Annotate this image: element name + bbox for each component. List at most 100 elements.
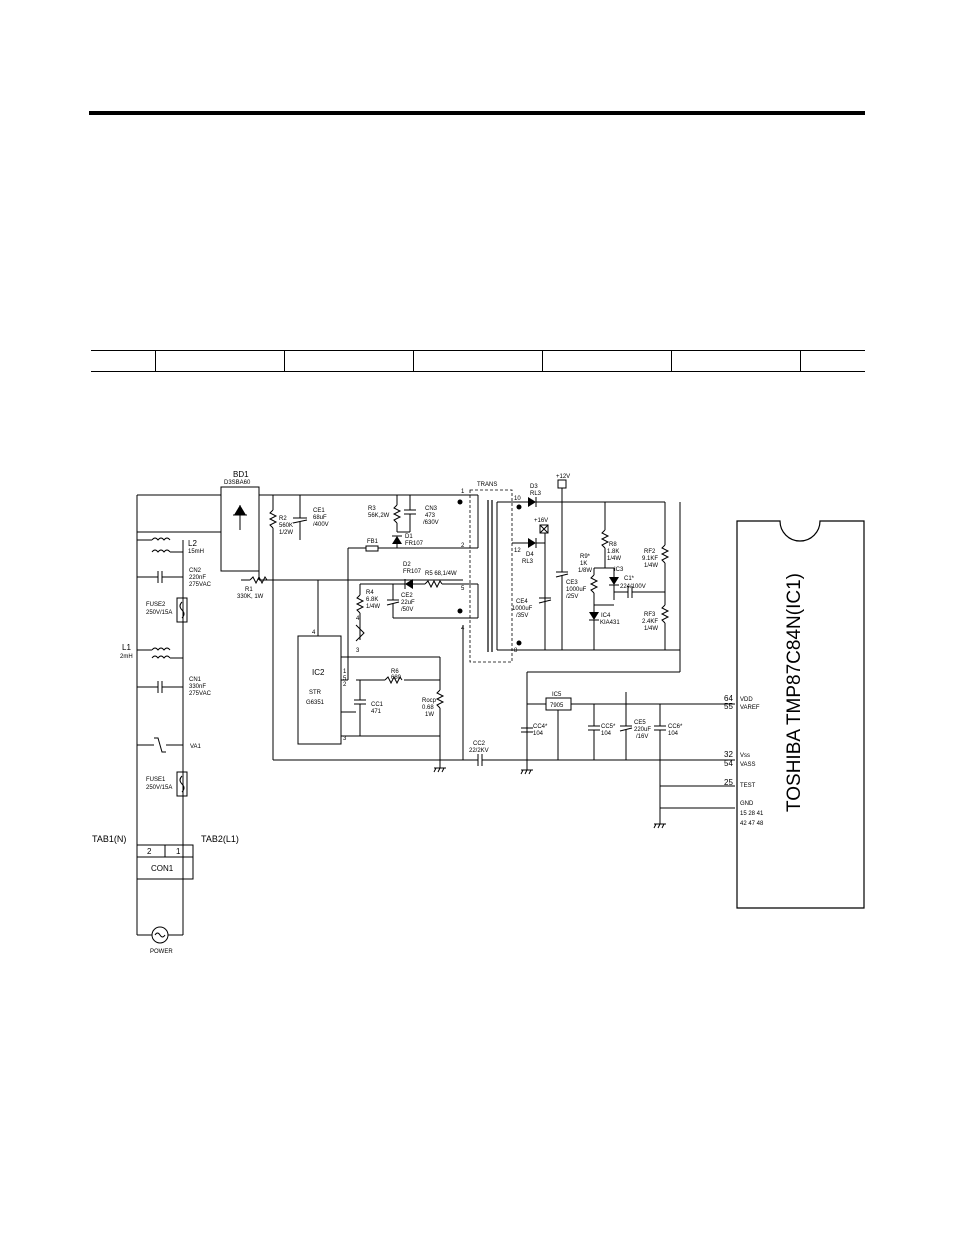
ce3-value: 1000uF: [566, 587, 587, 593]
ce3-rating: /25V: [566, 594, 578, 600]
primary-labels: BD1 D3SBA60 R2 560K 1/2W CE1 68uF /400V …: [224, 470, 489, 754]
trans-pin1: 1: [461, 489, 465, 495]
input-labels: L2 15mH CN2 220nF 275VAC FUSE2 250V/15A …: [92, 539, 239, 955]
ic2-pin1: 1: [343, 669, 347, 675]
ic1-title: TOSHIBA TMP87C84N(IC1): [784, 573, 805, 812]
r3-name: R3: [368, 506, 376, 512]
top-rule: [89, 111, 865, 115]
ic2-part2: G6351: [306, 700, 325, 706]
ce4-value: 1000uF: [512, 606, 533, 612]
d1-name: D1: [405, 534, 413, 540]
r2-value: 560K: [279, 523, 293, 529]
cc5-name: CC5*: [601, 724, 616, 730]
ic2-pin5: 5: [343, 676, 347, 682]
con1-label: CON1: [151, 864, 174, 873]
rf3-name: RF3: [644, 612, 656, 618]
rf2-rating: 1/4W: [644, 563, 658, 569]
table-cell: [671, 350, 801, 372]
d2-value: FR107: [403, 569, 422, 575]
table-row: [91, 350, 865, 372]
ic2-pin4: 4: [312, 630, 316, 636]
ce5-rating: /16V: [636, 734, 648, 740]
ic1-gnd: GND: [740, 801, 754, 807]
ic1-vass: VASS: [740, 762, 756, 768]
cn3-name: CN3: [425, 506, 438, 512]
table-cell: [542, 350, 672, 372]
cn1-value: 330nF: [189, 684, 206, 690]
trans-label: TRANS: [477, 482, 497, 488]
cc4-name: CC4*: [533, 724, 548, 730]
cn2-rating: 275VAC: [189, 582, 212, 588]
rocp-rating: 1W: [425, 712, 434, 718]
trans-pin10: 10: [514, 496, 521, 502]
r8-rating: 1/4W: [607, 556, 621, 562]
r9-rating: 1/8W: [578, 568, 592, 574]
cc1-value: 471: [371, 709, 382, 715]
rf2-name: RF2: [644, 549, 656, 555]
rocp-name: Rocp: [422, 698, 437, 704]
r1-value: 330K, 1W: [237, 594, 264, 600]
input-filter: [136, 494, 221, 944]
con1-pin2: 2: [147, 847, 152, 856]
plus12v-label: +12V: [556, 474, 570, 480]
ce4-rating: /35V: [516, 613, 528, 619]
cn2-value: 220nF: [189, 575, 206, 581]
transformer-labels: TRANS 1 2 5 4 10 12 8: [461, 482, 521, 654]
table-cell: [91, 350, 156, 372]
d4-value: RL3: [522, 559, 534, 565]
r5-label: R5 68,1/4W: [425, 571, 457, 577]
table-cell: [155, 350, 285, 372]
c1-value: 224/100V: [620, 584, 646, 590]
ic5-part: 7905: [550, 703, 564, 709]
ce1-rating: /400V: [313, 522, 329, 528]
l2-value: 15mH: [188, 549, 204, 555]
ce2-value: 22uF: [401, 600, 415, 606]
bd1-part: D3SBA60: [224, 480, 251, 486]
cc4-value: 104: [533, 731, 544, 737]
d1-value: FR107: [405, 541, 424, 547]
ce1-value: 68uF: [313, 515, 327, 521]
r6-name: R6: [391, 669, 399, 675]
rf2-value: 9.1KF: [642, 556, 658, 562]
cc6-value: 104: [668, 731, 679, 737]
ic4-name: IC4: [601, 613, 611, 619]
rocp-value: 0.68: [422, 705, 434, 711]
tab2-label: TAB2(L1): [201, 834, 239, 844]
ce3-name: CE3: [566, 580, 578, 586]
table-cell: [800, 350, 865, 372]
r2-name: R2: [279, 516, 287, 522]
fuse2-value: 250V/15A: [146, 610, 172, 616]
table-cell: [284, 350, 414, 372]
con1-pin1: 1: [176, 847, 181, 856]
cn3-rating: /630V: [423, 520, 439, 526]
table-cell: [413, 350, 543, 372]
l2-name: L2: [188, 539, 197, 548]
ic1-pin54: 54: [724, 759, 733, 768]
d3-value: RL3: [530, 491, 542, 497]
ic2-part1: STR: [309, 690, 322, 696]
ic1-varef: VAREF: [740, 705, 760, 711]
ic1-gnd-pins2: 42 47 48: [740, 821, 764, 827]
ic2-name: IC2: [312, 668, 325, 677]
fuse1-value: 250V/15A: [146, 785, 172, 791]
ce1-name: CE1: [313, 508, 325, 514]
r6-value: 680: [391, 675, 402, 681]
cn1-rating: 275VAC: [189, 691, 212, 697]
bd1-name: BD1: [233, 470, 249, 479]
ic3-name: IC3: [614, 567, 624, 573]
trans-pin2: 2: [461, 543, 465, 549]
ic2-pin3b: 3: [356, 648, 360, 654]
cn1-name: CN1: [189, 677, 202, 683]
r4-rating: 1/4W: [366, 604, 380, 610]
secondary-side: [512, 479, 735, 829]
va1-name: VA1: [190, 744, 202, 750]
d4-name: D4: [526, 552, 534, 558]
tab1-label: TAB1(N): [92, 834, 126, 844]
fb1-label: FB1: [367, 539, 379, 545]
secondary-labels: +12V D3 RL3 +16V D4 RL3 CE4 1000uF /35V …: [512, 474, 683, 740]
ic1-gnd-pins1: 15 28 41: [740, 811, 764, 817]
d3-name: D3: [530, 484, 538, 490]
ic2-pin3: 3: [343, 736, 347, 742]
ic1-pin25: 25: [724, 778, 733, 787]
